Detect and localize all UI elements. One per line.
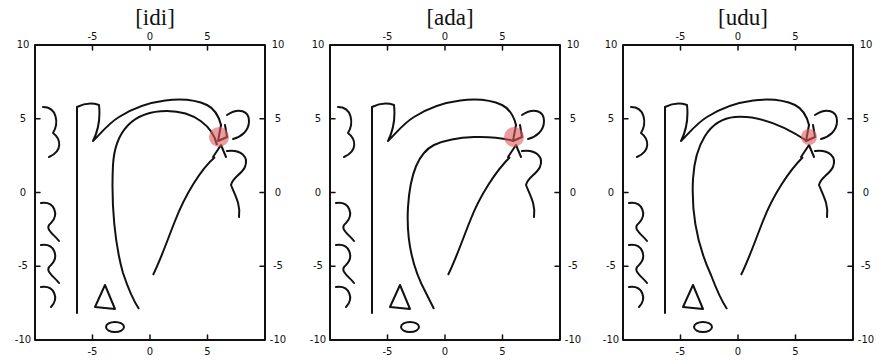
axis-tick-label: 0 <box>147 32 153 42</box>
axis-tick-label: 5 <box>275 114 281 124</box>
axis-tick-label: 5 <box>792 347 798 357</box>
axis-tick-label: 5 <box>204 347 210 357</box>
axis-tick-label: 5 <box>20 114 26 124</box>
axis-tick-label: 5 <box>204 32 210 42</box>
contact-mark <box>504 127 524 147</box>
axis-tick-label: -10 <box>270 335 286 345</box>
axis-tick-label: 5 <box>863 114 869 124</box>
tongue-floor <box>448 157 510 275</box>
axis-tick-label: -5 <box>273 261 283 271</box>
axis-tick-label: -5 <box>568 261 578 271</box>
axis-tick-label: -10 <box>858 335 874 345</box>
axis-tick-label: -5 <box>383 347 393 357</box>
axis-tick-label: -5 <box>88 32 98 42</box>
axis-tick-label: -5 <box>861 261 871 271</box>
axis-tick-label: 0 <box>863 188 869 198</box>
axis-tick-label: -10 <box>310 335 326 345</box>
tongue-outline <box>693 117 807 309</box>
axis-tick-label: -5 <box>676 347 686 357</box>
axis-tick-label: -10 <box>565 335 581 345</box>
axis-tick-label: -5 <box>383 32 393 42</box>
tongue-floor <box>741 157 803 275</box>
axis-tick-label: 0 <box>608 188 614 198</box>
axis-tick-label: 5 <box>792 32 798 42</box>
axis-tick-label: 0 <box>570 188 576 198</box>
tongue-floor <box>153 157 215 275</box>
panel-title: [udu] <box>718 6 768 29</box>
axis-tick-label: -10 <box>15 335 31 345</box>
axis-tick-label: -5 <box>313 261 323 271</box>
axis-tick-label: 5 <box>608 114 614 124</box>
tongue-outline <box>408 137 514 309</box>
anatomy-outline <box>330 45 560 340</box>
axis-tick-label: 5 <box>315 114 321 124</box>
axis-tick-label: 0 <box>442 32 448 42</box>
contact-mark <box>801 129 817 145</box>
panel-title: [ada] <box>426 6 473 29</box>
axis-tick-label: 10 <box>272 40 285 50</box>
axis-tick-label: 5 <box>570 114 576 124</box>
axis-tick-label: 10 <box>860 40 873 50</box>
axis-tick-label: 0 <box>20 188 26 198</box>
axis-tick-label: -10 <box>603 335 619 345</box>
panel-idi <box>35 45 265 340</box>
panel-ada <box>330 45 560 340</box>
axis-tick-label: 0 <box>735 347 741 357</box>
axis-tick-label: 10 <box>605 40 618 50</box>
axis-tick-label: 0 <box>147 347 153 357</box>
axis-tick-label: 10 <box>17 40 30 50</box>
axis-tick-label: 0 <box>275 188 281 198</box>
panel-udu <box>623 45 853 340</box>
axis-tick-label: -5 <box>88 347 98 357</box>
anatomy-outline <box>623 45 853 340</box>
axis-tick-label: -5 <box>676 32 686 42</box>
anatomy-outline <box>35 45 265 340</box>
axis-tick-label: 0 <box>442 347 448 357</box>
axis-tick-label: 10 <box>567 40 580 50</box>
tongue-outline <box>112 111 217 309</box>
axis-tick-label: 0 <box>315 188 321 198</box>
panel-title: [idi] <box>135 6 175 29</box>
axis-tick-label: -5 <box>18 261 28 271</box>
axis-tick-label: 0 <box>735 32 741 42</box>
axis-tick-label: 5 <box>499 32 505 42</box>
axis-tick-label: 10 <box>312 40 325 50</box>
contact-mark <box>209 127 229 147</box>
axis-tick-label: -5 <box>606 261 616 271</box>
axis-tick-label: 5 <box>499 347 505 357</box>
